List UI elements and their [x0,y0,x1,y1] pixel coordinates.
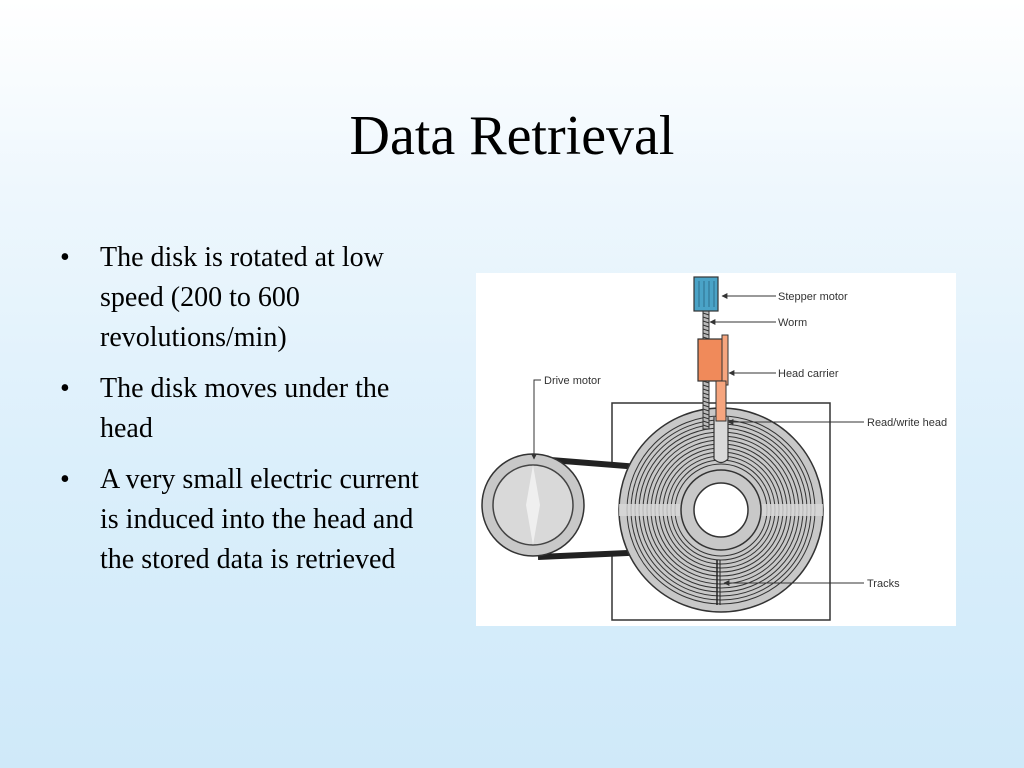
bullet-list: • The disk is rotated at low speed (200 … [56,238,436,591]
worm-thread [702,416,710,420]
worm-thread [702,392,710,396]
disk-drive-diagram: Stepper motor Worm Head carrier Drive mo… [476,273,956,626]
read-write-head-icon [713,380,729,464]
worm-thread [702,396,710,400]
label-head-carrier: Head carrier [778,368,839,380]
disk-platter [618,407,824,613]
worm-thread [702,408,710,412]
worm-thread [702,312,710,316]
worm-thread [702,328,710,332]
stepper-motor-icon [693,276,719,312]
worm-thread [702,332,710,336]
bullet-item: • A very small electric current is induc… [56,460,436,580]
worm-thread [702,404,710,408]
worm-thread [702,412,710,416]
worm-thread [702,324,710,328]
slide-title: Data Retrieval [349,105,675,167]
worm-thread [702,320,710,324]
head-carrier-icon [697,334,729,386]
bullet-text: A very small electric current is induced… [100,464,419,575]
worm-thread [702,424,710,428]
diagram-canvas: Stepper motor Worm Head carrier Drive mo… [481,276,947,621]
worm-thread [702,384,710,388]
worm-thread [702,400,710,404]
label-tracks: Tracks [867,578,900,590]
label-stepper-motor: Stepper motor [778,291,848,303]
worm-thread [702,388,710,392]
bullet-item: • The disk moves under the head [56,369,436,449]
bullet-marker: • [60,373,70,404]
worm-thread [702,316,710,320]
label-worm: Worm [778,317,807,329]
worm-thread [702,420,710,424]
bullet-marker: • [60,464,70,495]
bullet-item: • The disk is rotated at low speed (200 … [56,238,436,358]
bullet-text: The disk is rotated at low speed (200 to… [100,242,384,353]
drive-motor-pulley [481,453,585,557]
bullet-marker: • [60,242,70,273]
label-drive-motor: Drive motor [544,375,601,387]
bullet-text: The disk moves under the head [100,373,390,444]
label-read-write-head: Read/write head [867,417,947,429]
